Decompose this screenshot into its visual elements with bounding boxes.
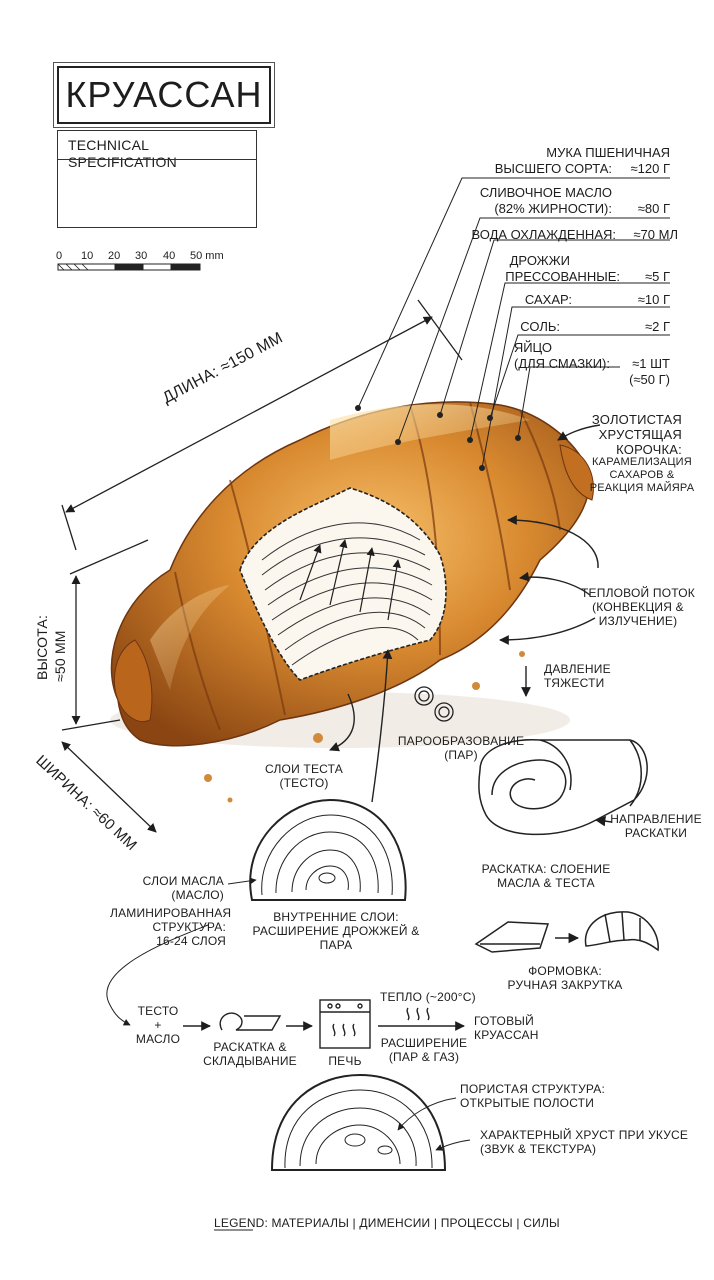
scale-tick-0: 0	[56, 250, 63, 262]
porous-section-drawing	[270, 1073, 471, 1171]
ingredient-flour: МУКА ПШЕНИЧНАЯ ВЫСШЕГО СОРТА: ≈120 г	[494, 145, 670, 176]
heat-flow-annotation: ТЕПЛОВОЙ ПОТОК (КОНВЕКЦИЯ & ИЗЛУЧЕНИЕ)	[581, 586, 695, 628]
process-step-rolling: РАСКАТКА & СКЛАДЫВАНИЕ	[203, 1040, 297, 1068]
process-step-dough-butter: ТЕСТО + МАСЛО	[135, 1004, 181, 1046]
ingredient-yeast: ДРОЖЖИ ПРЕССОВАННЫЕ: ≈5 г	[505, 253, 670, 284]
legend-items: МАТЕРИАЛЫ | ДИМЕНСИИ | ПРОЦЕССЫ | СИЛЫ	[271, 1216, 560, 1230]
process-step-oven: ПЕЧЬ	[328, 1054, 362, 1068]
rolled-dough-drawing	[478, 739, 648, 836]
spec-divider	[58, 159, 256, 160]
scale-tick-50: 50 mm	[190, 250, 224, 262]
dimension-height-label: ВЫСОТА:	[34, 614, 50, 680]
shaping-annotation: ФОРМОВКА: РУЧНАЯ ЗАКРУТКА	[507, 964, 623, 992]
ingredient-water: ВОДА ОХЛАЖДЕННАЯ: ≈70 мл	[471, 227, 678, 242]
porous-annotation: ПОРИСТАЯ СТРУКТУРА: ОТКРЫТЫЕ ПОЛОСТИ	[460, 1082, 606, 1110]
scale-tick-30: 30	[135, 250, 148, 262]
process-heat: ТЕПЛО (~200°С)	[380, 990, 476, 1004]
laminated-structure-annotation: ЛАМИНИРОВАННАЯ СТРУКТУРА: 16-24 СЛОЯ	[110, 906, 232, 948]
rolling-layering-annotation: РАСКАТКА: СЛОЕНИЕ МАСЛА & ТЕСТА	[481, 862, 611, 890]
inner-layers-annotation: ВНУТРЕННИЕ СЛОИ: РАСШИРЕНИЕ ДРОЖЖЕЙ & ПА…	[252, 910, 420, 952]
ingredient-salt: СОЛЬ: ≈2 г	[520, 319, 670, 334]
scale-tick-40: 40	[163, 250, 176, 262]
legend: LEGEND: МАТЕРИАЛЫ | ДИМЕНСИИ | ПРОЦЕССЫ …	[214, 1216, 560, 1230]
page-title: КРУАССАН	[65, 74, 263, 115]
ingredient-butter: СЛИВОЧНОЕ МАСЛО (82% ЖИРНОСТИ): ≈80 г	[479, 185, 670, 216]
cross-section-drawing	[106, 798, 407, 1026]
crust-annotation: ЗОЛОТИСТАЯ ХРУСТЯЩАЯ КОРОЧКА:	[591, 412, 682, 457]
butter-layers-annotation: СЛОИ МАСЛА (МАСЛО)	[142, 874, 224, 902]
shaping-drawing	[474, 911, 659, 953]
process-flow-drawing	[183, 999, 465, 1049]
dimension-height-value: ≈50 мм	[52, 630, 68, 682]
title-box: КРУАССАН	[53, 62, 275, 128]
ingredient-egg: ЯЙЦО (ДЛЯ СМАЗКИ): ≈1 шт (≈50 г)	[513, 340, 670, 387]
spec-box: TECHNICAL SPECIFICATION	[57, 130, 257, 228]
process-result: ГОТОВЫЙ КРУАССАН	[474, 1014, 539, 1042]
crust-description: КАРАМЕЛИЗАЦИЯ САХАРОВ & РЕАКЦИЯ МАЙЯРА	[589, 456, 695, 494]
process-expansion: РАСШИРЕНИЕ (ПАР & ГАЗ)	[380, 1036, 468, 1064]
ingredient-sugar: САХАР: ≈10 г	[524, 292, 670, 307]
steam-annotation: ПАРООБРАЗОВАНИЕ (ПАР)	[397, 734, 525, 762]
scale-bar	[57, 263, 201, 271]
dough-layers-annotation: СЛОИ ТЕСТА (ТЕСТО)	[265, 762, 343, 790]
crunch-annotation: ХАРАКТЕРНЫЙ ХРУСТ ПРИ УКУСЕ (ЗВУК & ТЕКС…	[480, 1128, 689, 1156]
legend-label: LEGEND:	[214, 1216, 269, 1230]
scale-tick-20: 20	[108, 250, 121, 262]
scale-tick-10: 10	[81, 250, 94, 262]
roll-direction-annotation: НАПРАВЛЕНИЕ РАСКАТКИ	[610, 812, 702, 840]
gravity-annotation: ДАВЛЕНИЕ ТЯЖЕСТИ	[544, 662, 611, 690]
spec-subtitle: TECHNICAL SPECIFICATION	[68, 137, 177, 170]
